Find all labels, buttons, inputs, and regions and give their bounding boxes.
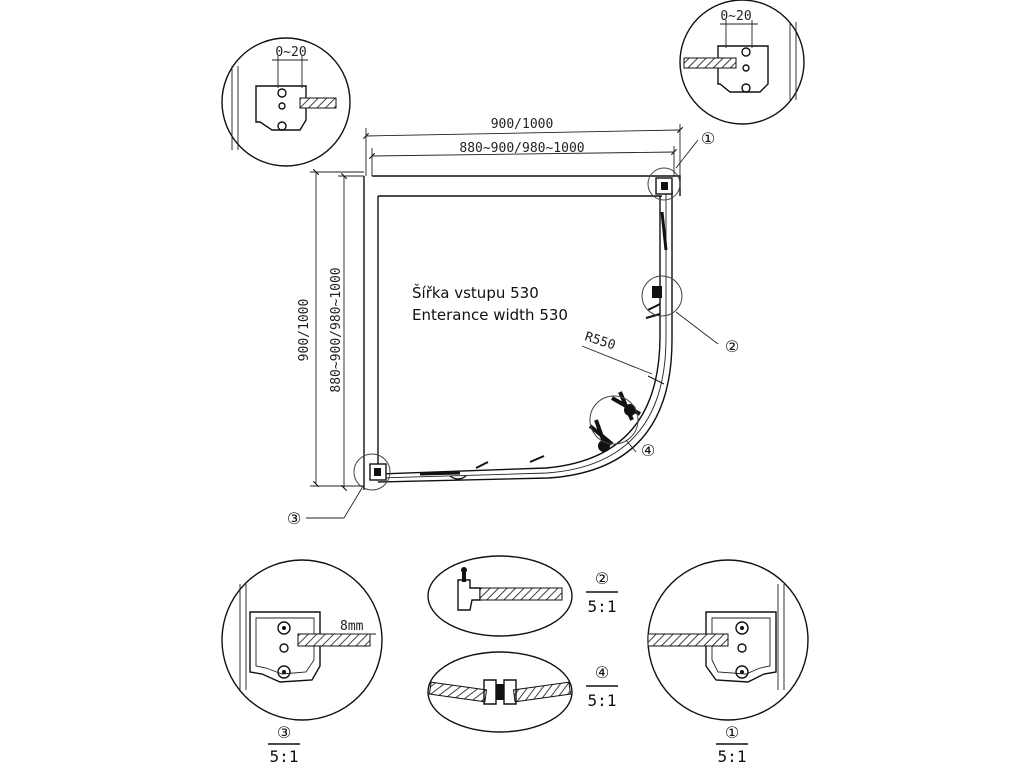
roller-marks-top bbox=[645, 303, 661, 319]
dim-outer-width: 900/1000 bbox=[362, 117, 684, 176]
zoom-top-right: 0~20 bbox=[679, 0, 805, 125]
callout-2-tag: ② bbox=[725, 337, 739, 356]
plan-detail-circle-3 bbox=[353, 453, 391, 491]
plan-detail-circle-2 bbox=[641, 275, 683, 317]
dim-inner-height: 880~900/980~1000 bbox=[329, 172, 364, 492]
bottom-guide bbox=[449, 475, 467, 480]
dim-outer-height-label: 900/1000 bbox=[297, 299, 312, 362]
callout-3-tag: ③ bbox=[287, 509, 301, 528]
plan-detail-circle-1 bbox=[647, 167, 681, 201]
detail-1: ① 5:1 bbox=[647, 559, 809, 766]
radius-tick bbox=[647, 375, 665, 385]
dim-inner-height-label: 880~900/980~1000 bbox=[329, 267, 344, 392]
handle-upper-knob bbox=[624, 404, 636, 416]
curved-glass-track-outer bbox=[377, 190, 673, 483]
wall-outline-outer bbox=[363, 175, 681, 490]
detail-4-scale: 5:1 bbox=[588, 691, 617, 710]
dim-inner-width-label: 880~900/980~1000 bbox=[459, 141, 584, 156]
entrance-note-en: Enterance width 530 bbox=[412, 306, 568, 324]
wall-profile-bottom-screw bbox=[374, 468, 381, 476]
radius-label: R550 bbox=[583, 330, 617, 354]
zoom-top-right-gap-label: 0~20 bbox=[720, 9, 751, 24]
radius-leader bbox=[581, 345, 653, 375]
detail-2-tag: ② bbox=[595, 569, 609, 588]
plan-detail-circle-4 bbox=[589, 395, 639, 445]
detail-3-scale: 5:1 bbox=[270, 747, 299, 766]
detail-3-tag: ③ bbox=[277, 723, 291, 742]
wall-outline-inner bbox=[377, 195, 662, 476]
callout-4-tag: ④ bbox=[641, 441, 655, 460]
curved-glass-track-inner bbox=[377, 196, 661, 475]
detail-4: ④ 5:1 bbox=[427, 651, 618, 733]
zoom-top-left: 0~20 bbox=[221, 37, 351, 167]
detail-2: ② 5:1 bbox=[427, 555, 618, 637]
dim-outer-height: 900/1000 bbox=[297, 168, 364, 488]
detail-4-tag: ④ bbox=[595, 663, 609, 682]
detail-2-scale: 5:1 bbox=[588, 597, 617, 616]
callout-1-leader bbox=[675, 139, 699, 169]
callout-2-leader bbox=[675, 311, 719, 345]
detail-1-scale: 5:1 bbox=[718, 747, 747, 766]
roller-marks-bottom bbox=[475, 455, 545, 469]
detail-1-tag: ① bbox=[725, 723, 739, 742]
wall-profile-top-screw bbox=[661, 182, 668, 190]
detail-3: 8mm ③ 5:1 bbox=[221, 559, 383, 766]
plan-view: 900/1000 880~900/980~1000 900/1000 880~9… bbox=[287, 117, 739, 528]
glass-seal-top bbox=[660, 211, 668, 251]
callout-4-leader bbox=[625, 439, 637, 453]
callout-3-leader bbox=[343, 487, 363, 519]
callout-1-tag: ① bbox=[701, 129, 715, 148]
dim-outer-width-label: 900/1000 bbox=[491, 117, 554, 132]
glass-thickness-label: 8mm bbox=[340, 619, 364, 634]
dim-inner-width: 880~900/980~1000 bbox=[368, 141, 678, 176]
zoom-top-left-gap-label: 0~20 bbox=[275, 45, 306, 60]
curved-glass-track-mid bbox=[379, 192, 667, 479]
magnet-profile bbox=[652, 286, 662, 298]
glass-seal-bottom bbox=[419, 471, 461, 476]
entrance-note-cz: Šířka vstupu 530 bbox=[412, 283, 539, 302]
